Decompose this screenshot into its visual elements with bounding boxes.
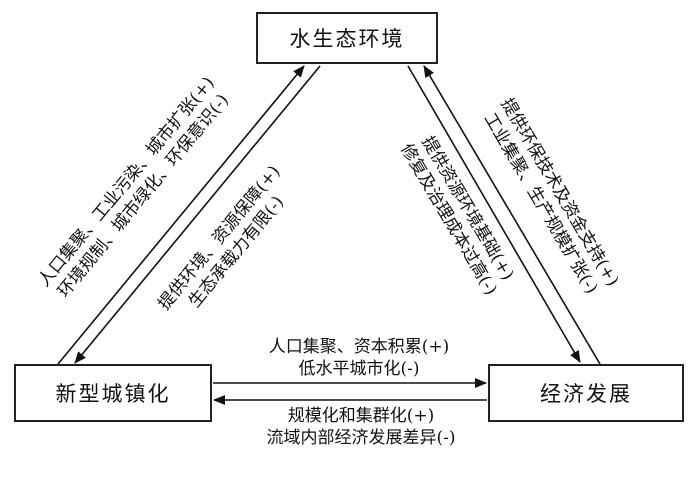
node-economic-development: 经济发展 xyxy=(488,364,684,422)
label-urban-to-econ: 人口集聚、资本积累(+) 低水平城市化(-) xyxy=(244,336,474,380)
label-econ-to-urban-plus: 规模化和集群化(+) xyxy=(287,406,435,426)
label-urban-to-econ-minus: 低水平城市化(-) xyxy=(298,359,420,379)
arrow-water-to-econ xyxy=(407,65,581,363)
node-urbanization: 新型城镇化 xyxy=(14,364,212,422)
arrow-econ-to-water xyxy=(423,65,601,365)
arrow-urban-to-water xyxy=(57,65,305,365)
arrow-water-to-urban xyxy=(74,65,321,364)
label-urban-to-econ-plus: 人口集聚、资本积累(+) xyxy=(268,337,450,357)
label-econ-to-urban-minus: 流域内部经济发展差异(-) xyxy=(266,428,456,448)
label-econ-to-urban: 规模化和集群化(+) 流域内部经济发展差异(-) xyxy=(236,405,486,449)
node-water-ecology: 水生态环境 xyxy=(256,12,438,64)
